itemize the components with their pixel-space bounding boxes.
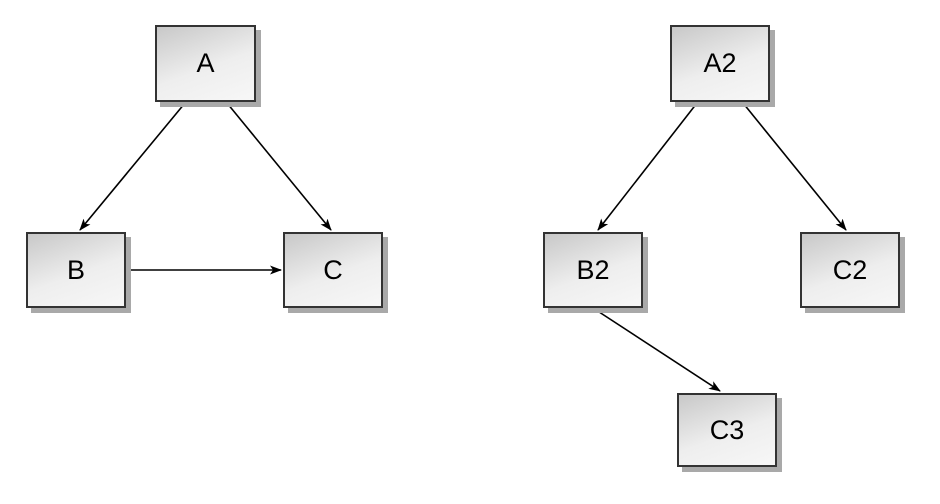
node-A: A bbox=[155, 25, 256, 102]
node-B2: B2 bbox=[543, 232, 643, 308]
edge-B2-C3 bbox=[592, 307, 721, 392]
edge-A2-C2 bbox=[742, 102, 847, 231]
edge-A2-B2 bbox=[597, 102, 698, 231]
edge-A-C bbox=[226, 102, 332, 231]
node-label-A2: A2 bbox=[703, 48, 737, 78]
node-label-B: B bbox=[66, 254, 85, 285]
node-C3: C3 bbox=[677, 393, 777, 467]
node-B: B bbox=[26, 232, 126, 308]
node-label-C: C bbox=[323, 254, 343, 285]
node-label-C2: C2 bbox=[832, 254, 868, 285]
node-A2: A2 bbox=[670, 25, 770, 102]
node-C: C bbox=[283, 232, 383, 308]
node-C2: C2 bbox=[800, 232, 900, 308]
edge-A-B bbox=[79, 102, 186, 231]
edge-group bbox=[79, 102, 847, 392]
node-label-A: A bbox=[196, 48, 215, 78]
node-label-B2: B2 bbox=[576, 254, 610, 285]
node-label-C3: C3 bbox=[709, 414, 745, 445]
